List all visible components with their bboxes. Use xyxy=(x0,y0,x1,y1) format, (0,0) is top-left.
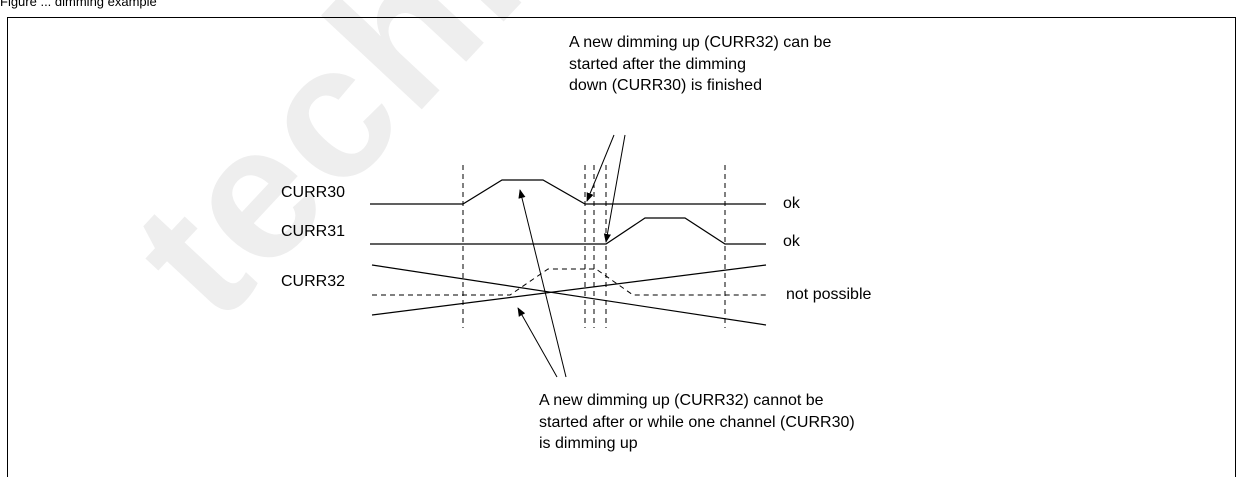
result-label-curr31: ok xyxy=(783,233,800,250)
note-bottom-line-2: started after or while one channel (CURR… xyxy=(539,414,855,431)
result-label-curr32: not possible xyxy=(786,286,872,303)
note-bottom-line-3: is dimming up xyxy=(539,435,638,452)
signal-label-curr31: CURR31 xyxy=(281,223,346,240)
signal-label-curr30: CURR30 xyxy=(281,184,346,201)
curr30-waveform xyxy=(370,179,766,205)
note-top-line-1: A new dimming up (CURR32) can be xyxy=(569,34,832,51)
arrow-top-1 xyxy=(586,134,615,202)
arrow-bottom-1 xyxy=(518,189,567,378)
curr32-waveform xyxy=(372,268,766,296)
cross-out-line-1 xyxy=(371,264,767,326)
note-top-line-3: down (CURR30) is finished xyxy=(569,77,762,94)
figure-frame xyxy=(7,17,1236,477)
note-top-line-2: started after the dimming xyxy=(569,56,746,73)
curr31-waveform xyxy=(370,217,766,245)
figure-caption: Figure ... dimming example xyxy=(0,0,157,9)
result-label-curr30: ok xyxy=(783,195,800,212)
note-bottom-line-1: A new dimming up (CURR32) cannot be xyxy=(539,392,824,409)
signal-label-curr32: CURR32 xyxy=(281,273,346,290)
arrow-bottom-2 xyxy=(517,307,558,378)
cross-out-line-2 xyxy=(371,264,767,316)
arrow-top-2 xyxy=(603,134,626,243)
